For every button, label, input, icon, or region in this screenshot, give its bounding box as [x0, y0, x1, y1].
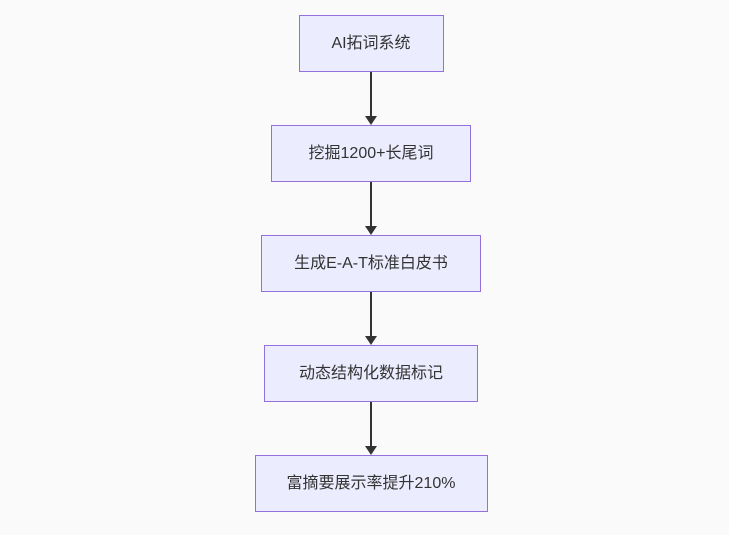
flow-arrow-1	[365, 72, 377, 125]
flow-node-dynamic-structured-data-markup: 动态结构化数据标记	[264, 345, 478, 402]
flow-arrow-2	[365, 182, 377, 235]
flow-node-label: 挖掘1200+长尾词	[308, 144, 434, 162]
arrow-shaft	[370, 292, 372, 337]
arrow-shaft	[370, 402, 372, 447]
arrow-head-icon	[365, 226, 377, 235]
flow-node-mine-longtail-keywords: 挖掘1200+长尾词	[271, 125, 471, 182]
flow-node-label: 生成E-A-T标准白皮书	[294, 254, 448, 272]
flow-node-rich-snippet-rate-increase: 富摘要展示率提升210%	[254, 455, 488, 512]
flow-node-label: 动态结构化数据标记	[298, 364, 443, 382]
flow-node-label: 富摘要展示率提升210%	[286, 474, 456, 492]
arrow-head-icon	[365, 446, 377, 455]
arrow-shaft	[370, 182, 372, 227]
flow-node-generate-eat-whitepaper: 生成E-A-T标准白皮书	[261, 235, 481, 292]
arrow-head-icon	[365, 116, 377, 125]
flow-arrow-4	[365, 402, 377, 455]
flowchart-column: AI拓词系统 挖掘1200+长尾词 生成E-A-T标准白皮书 动态结构化数据标记	[13, 15, 729, 512]
flow-node-ai-word-expansion-system: AI拓词系统	[298, 15, 444, 72]
flow-node-label: AI拓词系统	[331, 34, 411, 52]
flow-arrow-3	[365, 292, 377, 345]
arrow-head-icon	[365, 336, 377, 345]
arrow-shaft	[370, 72, 372, 117]
